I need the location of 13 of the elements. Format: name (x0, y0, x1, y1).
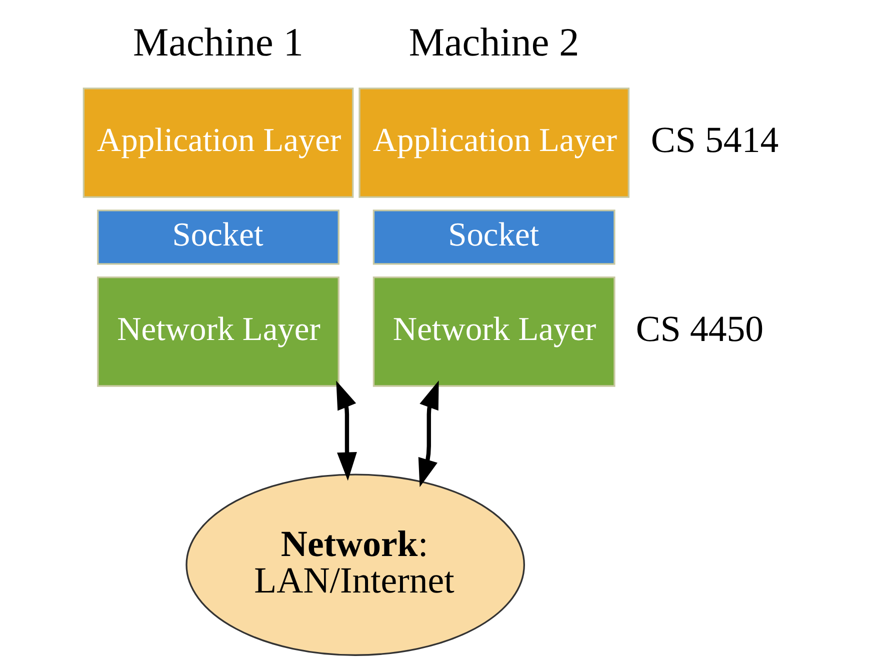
arrow (418, 380, 439, 488)
label: CS 5414 (650, 119, 779, 160)
label: CS 4450 (636, 308, 764, 350)
node-box: Socket (372, 210, 616, 265)
node-box: Network Layer (97, 276, 340, 387)
node-box: Socket (97, 210, 340, 265)
node-ellipse: Network: LAN/Internet (186, 474, 525, 656)
node-box: Network Layer (372, 276, 616, 387)
arrow (336, 380, 357, 481)
node-box: Application Layer (82, 88, 354, 198)
node-text: Machine 2 (408, 19, 580, 64)
node-text: Machine 1 (133, 19, 304, 64)
node-box: Application Layer (358, 88, 630, 198)
